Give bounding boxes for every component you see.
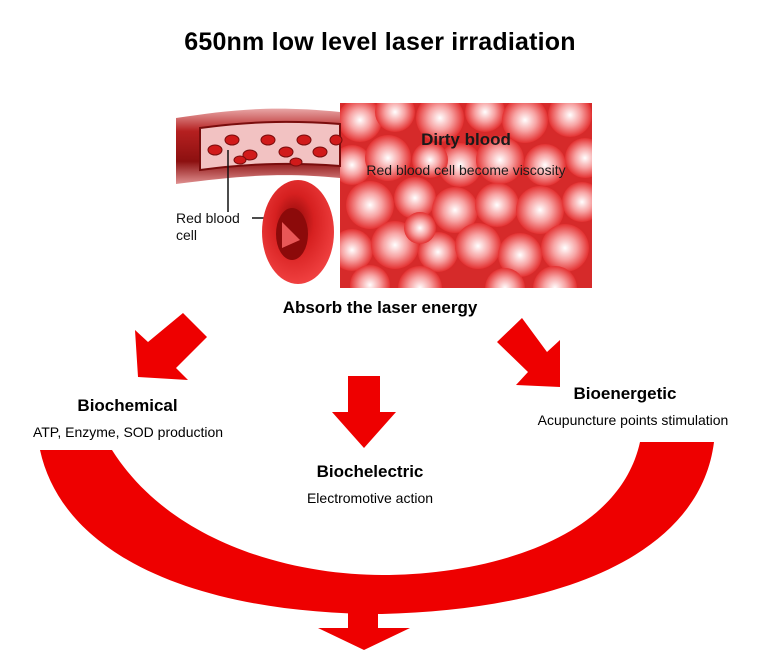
biochemical-title: Biochemical (77, 396, 178, 415)
arrow-down-icon (332, 376, 396, 448)
red-blood-cell-label: Red blood cell (176, 210, 240, 244)
bioenergetic-title: Bioenergetic (573, 384, 677, 403)
arrow-right-down-icon (497, 318, 560, 387)
biochemical-description: ATP, Enzyme, SOD production (32, 424, 224, 440)
red-blood-cell-label-line1: Red blood (176, 210, 240, 226)
bioenergetic-description: Acupuncture points stimulation (537, 412, 729, 428)
arrow-left-down-icon (135, 313, 207, 380)
dirty-blood-texture (340, 103, 592, 288)
dirty-blood-subtitle: Red blood cell become viscosity (366, 162, 566, 178)
biochelectric-description: Electromotive action (306, 490, 434, 506)
biochelectric-title: Biochelectric (316, 462, 424, 481)
red-blood-cell-icon (262, 180, 334, 284)
page-title: 650nm low level laser irradiation (184, 28, 576, 56)
curved-arc-arrow-icon (40, 442, 714, 614)
blood-vessel-illustration (176, 108, 343, 219)
dirty-blood-title: Dirty blood (421, 130, 511, 149)
arc-arrowhead-icon (318, 606, 410, 650)
red-blood-cell-label-line2: cell (176, 227, 198, 243)
center-label: Absorb the laser energy (282, 298, 478, 317)
